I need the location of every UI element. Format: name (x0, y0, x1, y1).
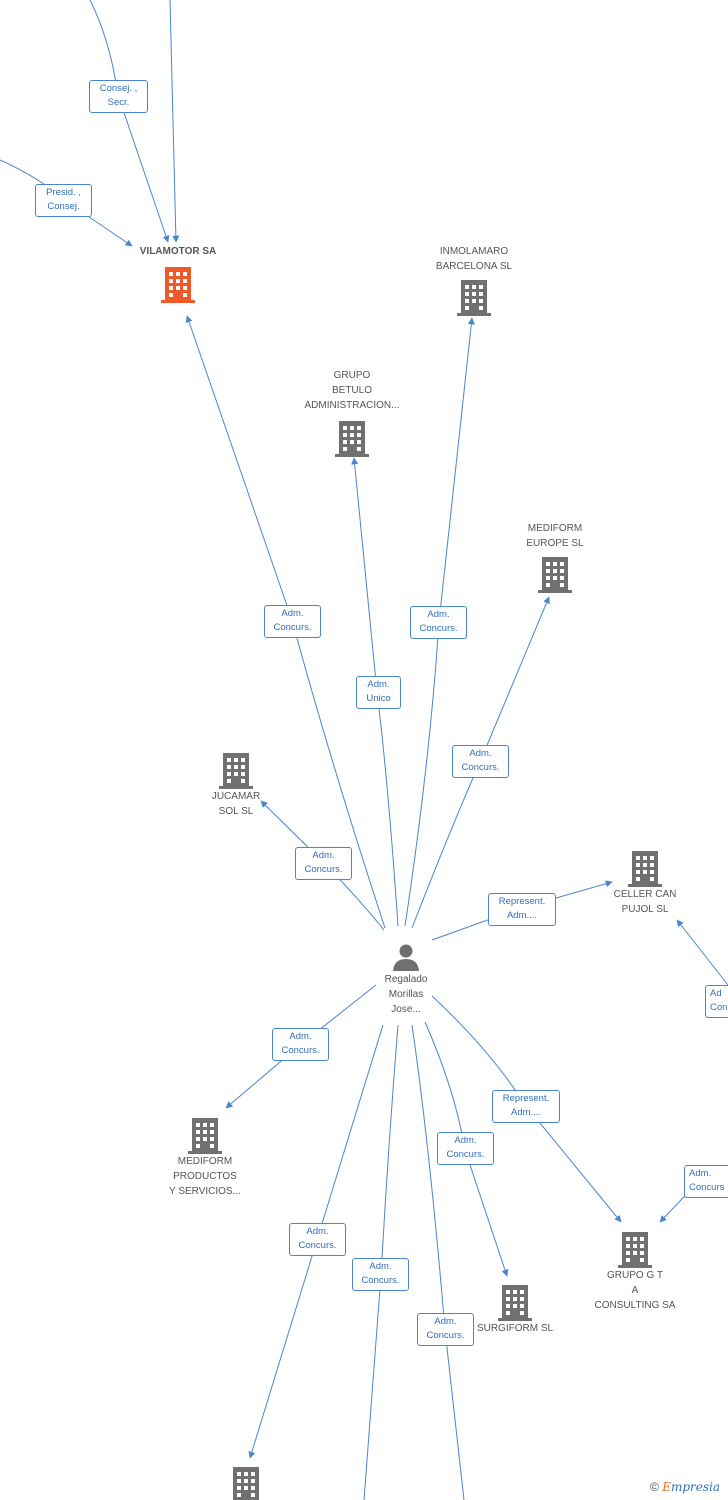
node-label: VILAMOTOR SA (139, 246, 217, 257)
edge-label-adm-concurs-bottom-3[interactable]: Adm. Concurs. (417, 1313, 474, 1346)
node-vilamotor[interactable]: VILAMOTOR SA (120, 244, 236, 303)
building-icon (335, 421, 369, 457)
node-label: SURGIFORM SL (476, 1323, 554, 1334)
edge-consej-secr (89, 0, 170, 243)
node-label: GRUPO BETULO ADMINISTRACION... (304, 370, 400, 411)
node-person[interactable]: Regalado Morillas Jose... (356, 942, 456, 1017)
building-icon (538, 557, 572, 593)
node-mediform-productos[interactable]: MEDIFORM PRODUCTOS Y SERVICIOS... (150, 1116, 260, 1199)
node-label: MEDIFORM EUROPE SL (526, 523, 584, 549)
edge-label-adm-concurs-right-2[interactable]: Adm. Concurs (684, 1165, 728, 1198)
node-label: INMOLAMARO BARCELONA SL (435, 246, 513, 272)
building-icon (618, 1232, 652, 1268)
edge-label-adm-concurs-jucamar[interactable]: Adm. Concurs. (295, 847, 352, 880)
building-icon (219, 753, 253, 789)
edge-label-adm-concurs-surgiform[interactable]: Adm. Concurs. (437, 1132, 494, 1165)
edge-label-adm-concurs-bottom-1[interactable]: Adm. Concurs. (289, 1223, 346, 1256)
node-label: MEDIFORM PRODUCTOS Y SERVICIOS... (169, 1156, 241, 1197)
node-celler-can-pujol[interactable]: CELLER CAN PUJOL SL (590, 849, 700, 917)
logo-initial: E (662, 1480, 671, 1494)
edge-label-adm-unico-betulo[interactable]: Adm. Unico (356, 676, 401, 709)
edge-label-adm-concurs-mediform-productos[interactable]: Adm. Concurs. (272, 1028, 329, 1061)
node-jucamar[interactable]: JUCAMAR SOL SL (184, 751, 288, 819)
building-icon (188, 1118, 222, 1154)
edge-label-represent-gta[interactable]: Represent. Adm.... (492, 1090, 560, 1123)
node-inmolamaro[interactable]: INMOLAMARO BARCELONA SL (416, 244, 532, 316)
building-icon (628, 851, 662, 887)
copyright-symbol: © (650, 1480, 659, 1494)
building-icon (161, 267, 195, 303)
person-icon (393, 944, 419, 971)
building-icon (498, 1285, 532, 1321)
edge-label-adm-concurs-mediform-europe[interactable]: Adm. Concurs. (452, 745, 509, 778)
edge-label-adm-concurs-right[interactable]: Ad Con (705, 985, 728, 1018)
logo-text: mpresia (670, 1480, 721, 1494)
edge-to-inmolamaro (404, 317, 475, 927)
edge-bottom-2 (363, 1024, 399, 1500)
edge-label-adm-concurs-bottom-2[interactable]: Adm. Concurs. (352, 1258, 409, 1291)
node-grupo-betulo[interactable]: GRUPO BETULO ADMINISTRACION... (292, 368, 412, 457)
edge-bottom-3 (411, 1024, 465, 1500)
node-label: CELLER CAN PUJOL SL (613, 889, 677, 915)
edge-label-presid-consej[interactable]: Presid. , Consej. (35, 184, 92, 217)
node-label: JUCAMAR SOL SL (211, 791, 261, 817)
empresia-logo: © Empresia (650, 1480, 720, 1494)
edge-label-represent-celler[interactable]: Represent. Adm.... (488, 893, 556, 926)
building-icon (457, 280, 491, 316)
node-surgiform[interactable]: SURGIFORM SL (460, 1283, 570, 1336)
node-mediform-europe[interactable]: MEDIFORM EUROPE SL (500, 521, 610, 593)
edge-top-straight (169, 0, 180, 243)
edge-label-adm-concurs-inmolamaro[interactable]: Adm. Concurs. (410, 606, 467, 639)
edge-label-adm-concurs-vilamotor[interactable]: Adm. Concurs. (264, 605, 321, 638)
node-grupo-gta[interactable]: GRUPO G T A CONSULTING SA (580, 1230, 690, 1313)
node-bottom-company[interactable] (210, 1465, 282, 1500)
edge-label-consej-secr[interactable]: Consej. , Secr. (89, 80, 148, 113)
building-icon (233, 1467, 259, 1500)
node-label: Regalado Morillas Jose... (384, 974, 428, 1015)
edge-right-to-celler (676, 919, 728, 986)
edge-to-vilamotor (185, 315, 386, 929)
node-label: GRUPO G T A CONSULTING SA (594, 1270, 676, 1311)
